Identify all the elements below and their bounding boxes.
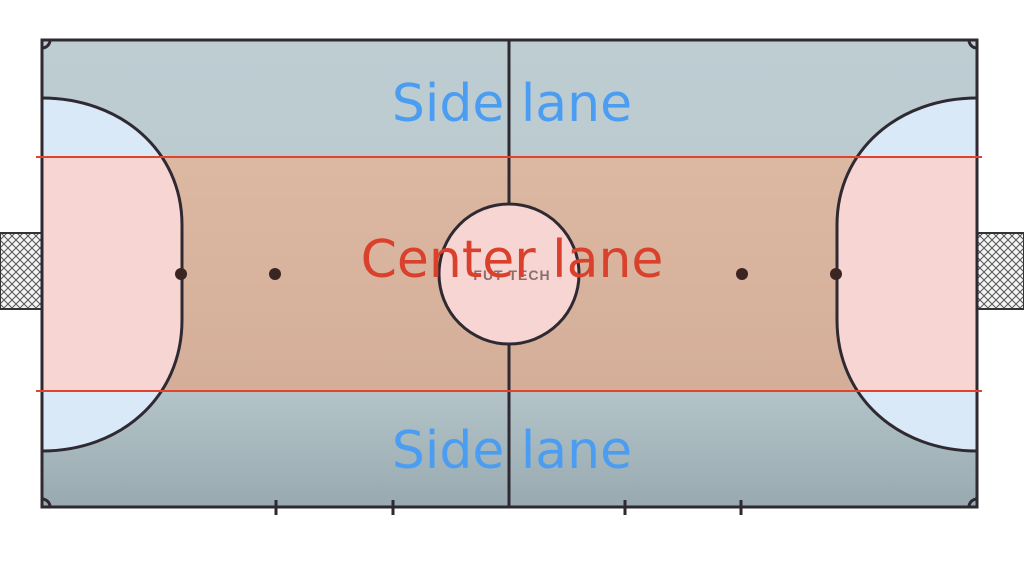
right-penalty-lane-part xyxy=(837,157,977,391)
center-circle xyxy=(437,202,581,346)
brand-watermark: FUT TECH xyxy=(473,267,551,283)
center-lane-label: Center lane xyxy=(360,230,664,290)
right-penalty-spot xyxy=(830,268,842,280)
left-penalty-lane-part xyxy=(42,157,182,391)
side-lane-top-label: Side lane xyxy=(391,74,633,134)
right-second-penalty-spot xyxy=(736,268,748,280)
left-penalty-spot xyxy=(175,268,187,280)
left-second-penalty-spot xyxy=(269,268,281,280)
corner-arc-top-right xyxy=(967,39,978,50)
side-lane-bottom-label: Side lane xyxy=(391,421,633,481)
center-circle-fill xyxy=(439,204,579,344)
corner-arc-bottom-left xyxy=(41,497,52,508)
corner-arc-bottom-right xyxy=(967,497,978,508)
right-goal-net xyxy=(976,232,1024,310)
corner-arc-top-left xyxy=(41,39,52,50)
